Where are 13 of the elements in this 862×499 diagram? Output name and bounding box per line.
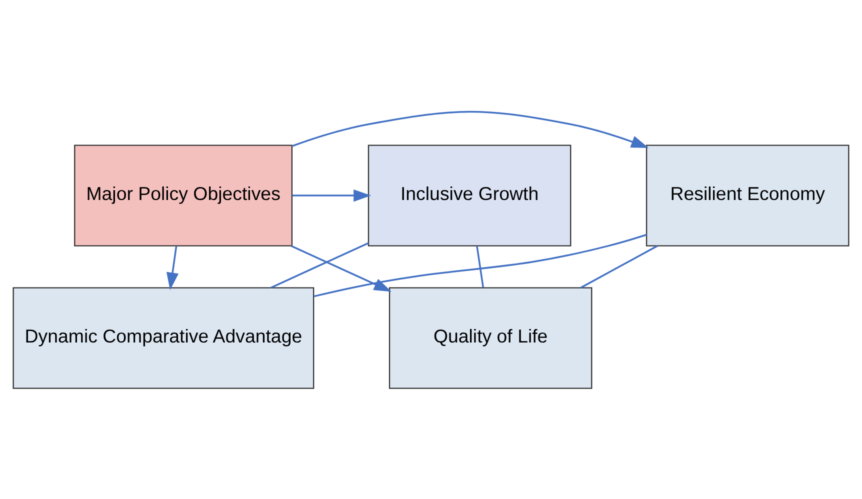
arrow <box>292 110 649 148</box>
arrow <box>292 188 372 202</box>
connector <box>270 242 369 288</box>
arrow <box>166 246 179 290</box>
arrow <box>290 244 392 292</box>
connector <box>580 244 658 288</box>
connector <box>476 246 484 288</box>
node-box: Resilient Economy <box>646 144 850 246</box>
connector <box>314 233 647 297</box>
node-box: Major Policy Objectives <box>74 144 293 246</box>
node-box: Dynamic Comparative Advantage <box>12 286 314 388</box>
node-box: Quality of Life <box>388 286 592 388</box>
node-box: Inclusive Growth <box>368 144 572 246</box>
